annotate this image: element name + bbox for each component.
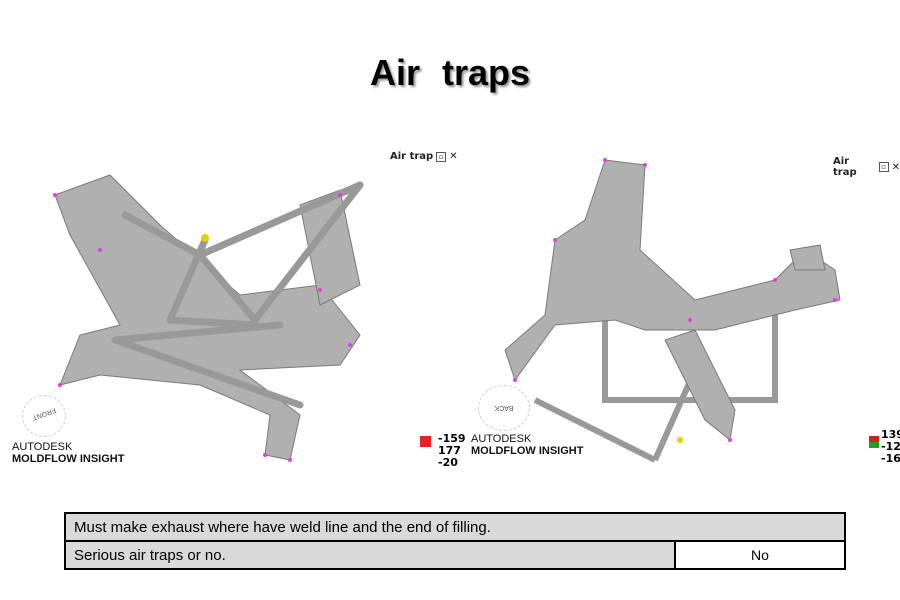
answer-cell: No (674, 540, 846, 570)
page-title: Air traps (369, 52, 531, 93)
axis-value: 139 (881, 428, 900, 441)
left-view-label: Air trap ▫ ✕ (390, 151, 458, 162)
table-row: Serious air traps or no. No (64, 540, 846, 570)
cube-face-label: BACK (494, 404, 514, 411)
moldflow-logo-right: AUTODESK MOLDFLOW INSIGHT (471, 433, 583, 457)
brand-line1: AUTODESK (471, 433, 532, 445)
view-cube-right[interactable]: BACK (478, 385, 530, 431)
axis-triad-icon (869, 436, 879, 448)
air-trap-summary-table: Must make exhaust where have weld line a… (64, 512, 846, 570)
axis-value: -12 (881, 440, 900, 453)
brand-line2: MOLDFLOW INSIGHT (471, 445, 584, 457)
right-model-render (504, 158, 841, 463)
brand-line1: AUTODESK (12, 441, 73, 453)
left-model-render (53, 174, 364, 462)
close-icon[interactable]: ✕ (891, 161, 900, 173)
brand-line2: MOLDFLOW INSIGHT (12, 453, 125, 465)
moldflow-logo-left: AUTODESK MOLDFLOW INSIGHT (12, 441, 124, 465)
view-cube-left[interactable]: FRONT (22, 395, 66, 437)
left-view-title: Air trap (390, 151, 434, 162)
axis-value: -159 (438, 432, 466, 445)
axis-value: 177 (438, 444, 461, 457)
close-icon[interactable]: ✕ (449, 151, 458, 162)
restore-icon[interactable]: ▫ (436, 151, 447, 162)
cube-face-label: FRONT (31, 406, 57, 421)
right-view-label: Air trap ▫ ✕ (833, 156, 900, 178)
axis-value: -16 (881, 452, 900, 465)
axis-values-right: 139 -12 -16 (881, 429, 900, 465)
question-cell: Serious air traps or no. (64, 540, 676, 570)
restore-icon[interactable]: ▫ (878, 162, 889, 172)
right-view-title: Air trap (833, 156, 857, 178)
axis-value: -20 (438, 456, 458, 469)
requirement-cell: Must make exhaust where have weld line a… (64, 512, 846, 542)
axis-values-left: -159 177 -20 (438, 433, 466, 469)
axis-triad-icon (420, 436, 431, 447)
table-row: Must make exhaust where have weld line a… (64, 512, 846, 542)
